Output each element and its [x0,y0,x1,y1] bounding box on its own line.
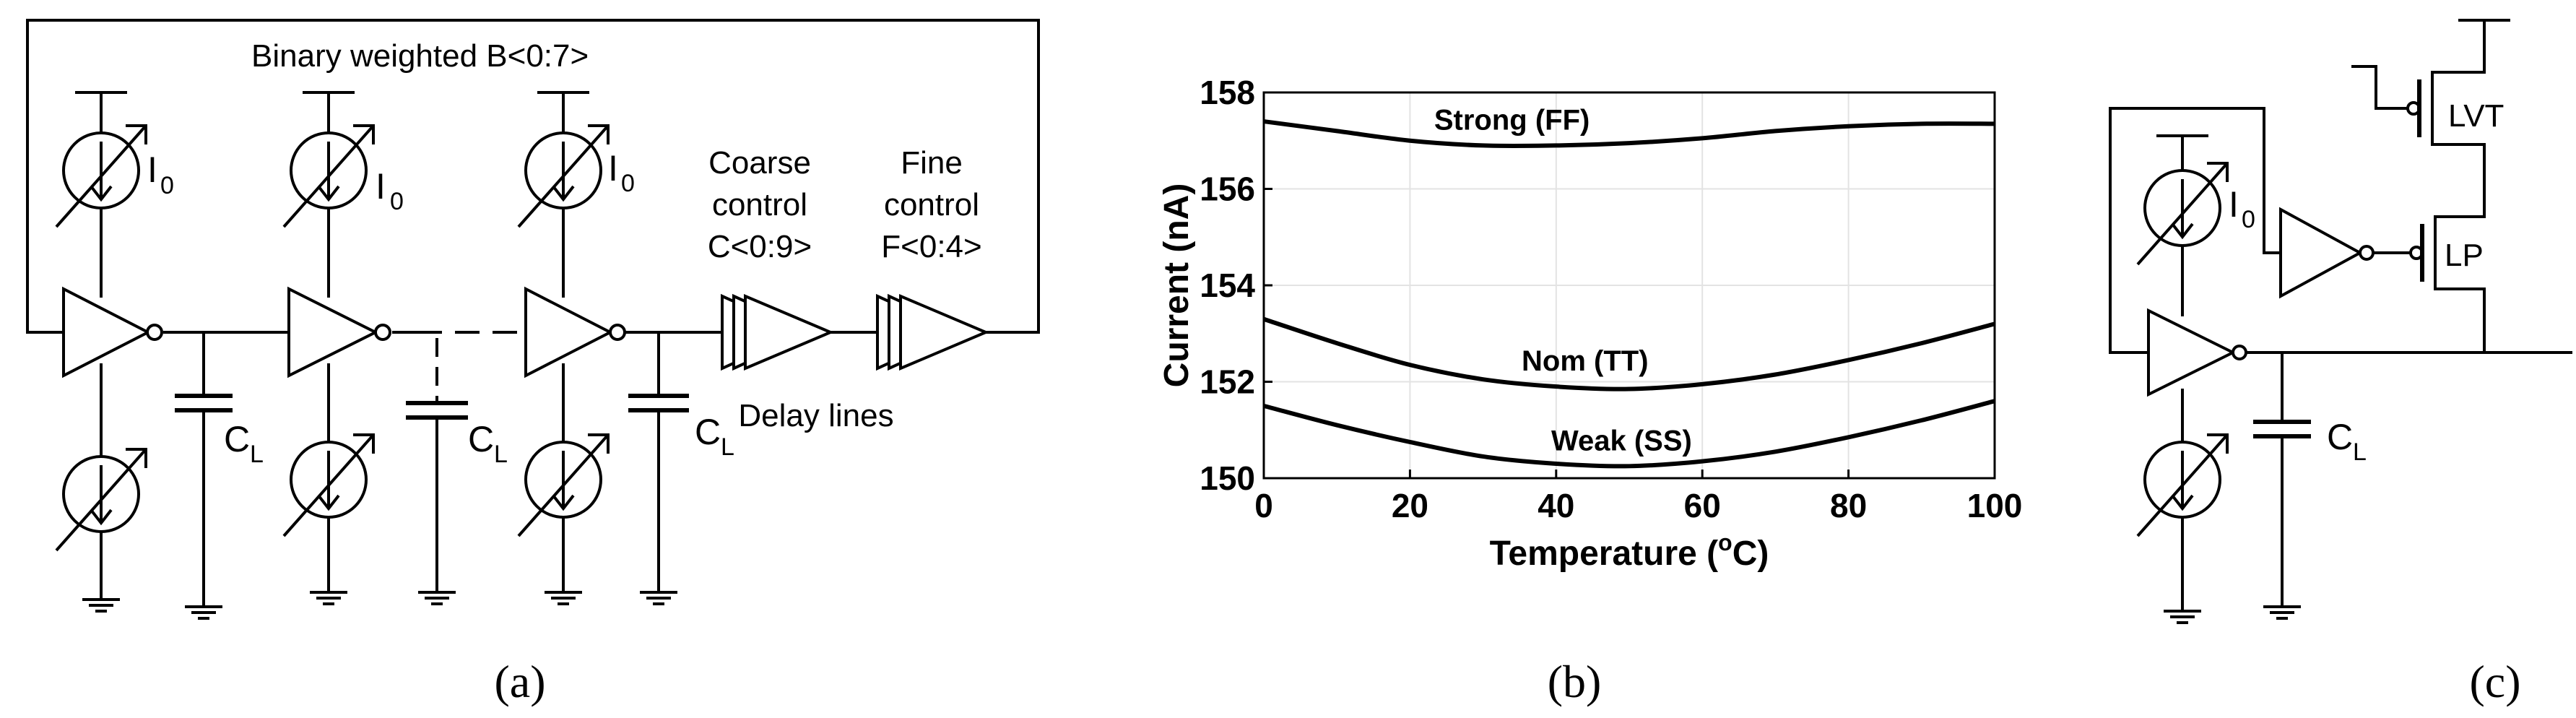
svg-text:I: I [376,166,386,207]
load-capacitor-1: C L [175,331,264,620]
lp-label: LP [2445,238,2484,273]
lvt-label: LVT [2448,98,2504,134]
y-axis-label: Current (nA) [1158,183,1196,388]
series-line [1263,316,1995,392]
svg-text:F<0:4>: F<0:4> [881,229,981,264]
y-tick-label: 156 [1200,170,1255,208]
svg-text:C: C [224,419,250,459]
inverter-icon [2147,308,2237,397]
svg-text:0: 0 [2242,206,2255,233]
svg-text:Fine: Fine [901,145,963,181]
svg-text:C: C [695,412,721,452]
y-tick-label: 154 [1200,267,1255,304]
x-tick-label: 80 [1830,487,1867,524]
delay-lines-label: Delay lines [738,398,893,433]
inverter-icon [524,286,614,379]
feedback-wire [26,19,1040,334]
stage-1: I 0 [55,91,174,613]
svg-text:0: 0 [621,170,635,197]
svg-text:I: I [608,148,618,189]
series-line [1263,399,1995,469]
series-label: Nom (TT) [1522,345,1649,377]
svg-text:L: L [721,433,734,461]
svg-text:L: L [250,441,264,468]
inverter-icon [62,286,152,379]
bus-label: Binary weighted B<0:7> [251,38,589,74]
svg-text:C: C [2327,417,2353,457]
x-axis-label: Temperature (oC) [1490,529,1769,573]
x-tick-label: 60 [1684,487,1721,524]
caption-c: (c) [2469,656,2520,707]
svg-text:Coarse: Coarse [708,145,811,181]
caption-a: (a) [494,656,545,707]
loop-wire [2109,107,2282,354]
stage-3: I 0 [517,91,635,605]
series-label: Weak (SS) [1551,425,1692,457]
svg-text:C<0:9>: C<0:9> [708,229,812,264]
svg-text:I: I [147,150,157,190]
series-label: Strong (FF) [1434,104,1590,136]
load-capacitor-3: C L [628,331,734,605]
x-tick-label: 100 [1967,487,2023,524]
x-tick-label: 40 [1538,487,1574,524]
panel-a: Binary weighted B<0:7> I 0 [26,19,1040,707]
panel-c: I 0 C L LP LVT [2109,19,2572,707]
svg-text:I: I [2229,184,2239,225]
svg-text:0: 0 [160,172,174,199]
caption-b: (b) [1548,656,1602,707]
load-capacitor-2: C L [406,338,508,605]
y-tick-label: 158 [1200,74,1255,111]
svg-text:control: control [884,187,979,222]
coarse-delay-line: Coarse control C<0:9> [708,145,835,371]
y-tick-label: 150 [1200,459,1255,497]
stage-2: I 0 [282,91,404,605]
x-tick-label: 0 [1254,487,1273,524]
svg-text:C: C [468,419,494,459]
inverter-icon [287,286,379,379]
svg-text:L: L [494,441,508,468]
svg-text:control: control [712,187,807,222]
inverter-icon [2279,207,2364,299]
x-tick-label: 20 [1392,487,1428,524]
svg-text:0: 0 [390,188,404,215]
svg-text:L: L [2353,438,2367,466]
series-line [1263,119,1995,149]
fine-delay-line: Fine control F<0:4> [876,145,1005,371]
y-tick-label: 152 [1200,363,1255,401]
